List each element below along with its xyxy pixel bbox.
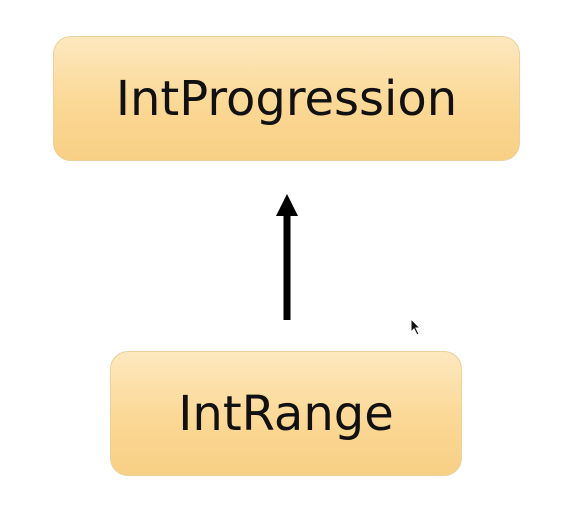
node-label: IntProgression bbox=[115, 70, 458, 127]
node-label: IntRange bbox=[178, 385, 394, 442]
node-intprogression: IntProgression bbox=[53, 36, 520, 161]
arrow-head bbox=[276, 194, 298, 216]
mouse-pointer-icon bbox=[410, 318, 422, 336]
node-intrange: IntRange bbox=[110, 351, 462, 476]
